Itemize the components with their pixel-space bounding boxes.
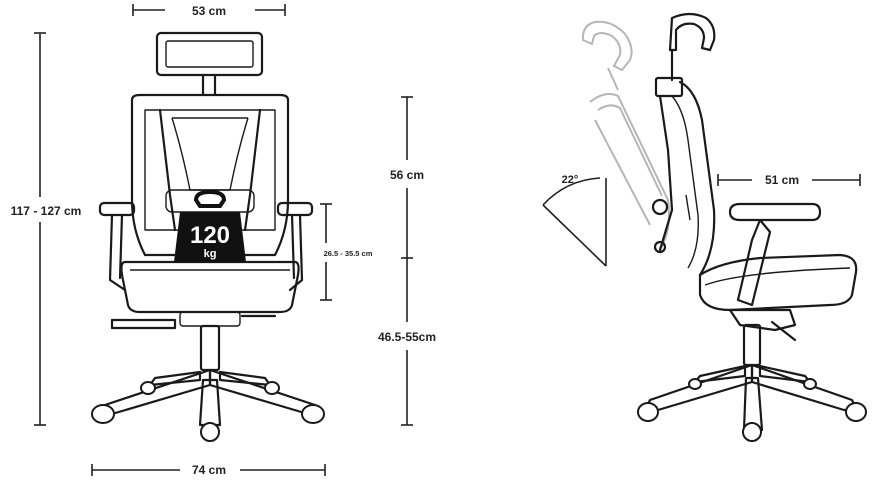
front-left-wheel [91,404,115,424]
side-right-wheel [845,402,867,422]
seat-height-label: 46.5-55cm [378,330,436,344]
base-width-label: 74 cm [192,463,226,477]
armrest-height-dimension: 26.5 - 35.5 cm [320,203,373,301]
weight-value: 120 [190,222,230,249]
side-headrest [668,12,716,52]
backrest [130,93,290,257]
total-height-dimension: 117 - 127 cm [11,32,82,426]
total-height-label: 117 - 127 cm [11,204,82,218]
side-seat-cushion [698,253,858,312]
gas-cylinder [199,324,221,372]
seat-depth-dimension: 51 cm [717,173,861,187]
seat-height-dimension: 46.5-55cm [378,258,436,426]
side-gas-cylinder [742,323,762,367]
recline-angle-dimension: 22° [542,174,607,267]
armrest-height-label: 26.5 - 35.5 cm [324,249,373,258]
headrest-width-dimension: 53 cm [132,4,286,18]
right-armrest [276,201,314,217]
headrest-width-label: 53 cm [192,4,226,18]
front-view-chair [91,31,325,442]
back-height-dimension: 56 cm [390,96,424,259]
base-width-dimension: 74 cm [91,463,326,477]
side-view-chair-reclined-ghost [581,20,670,251]
headrest [155,31,264,77]
weight-unit: kg [204,248,217,260]
side-view-chair [637,12,867,442]
side-armrest [728,202,822,222]
front-center-wheel [200,422,220,442]
seat-cushion [120,260,300,314]
seat-depth-label: 51 cm [765,173,799,187]
front-right-wheel [301,404,325,424]
side-backrest [678,80,716,277]
weight-capacity-badge: 120 kg [174,189,246,262]
side-center-wheel [742,422,762,442]
left-armrest [98,201,136,217]
back-height-label: 56 cm [390,168,424,182]
side-left-wheel [637,402,659,422]
recline-angle-label: 22° [562,174,579,186]
